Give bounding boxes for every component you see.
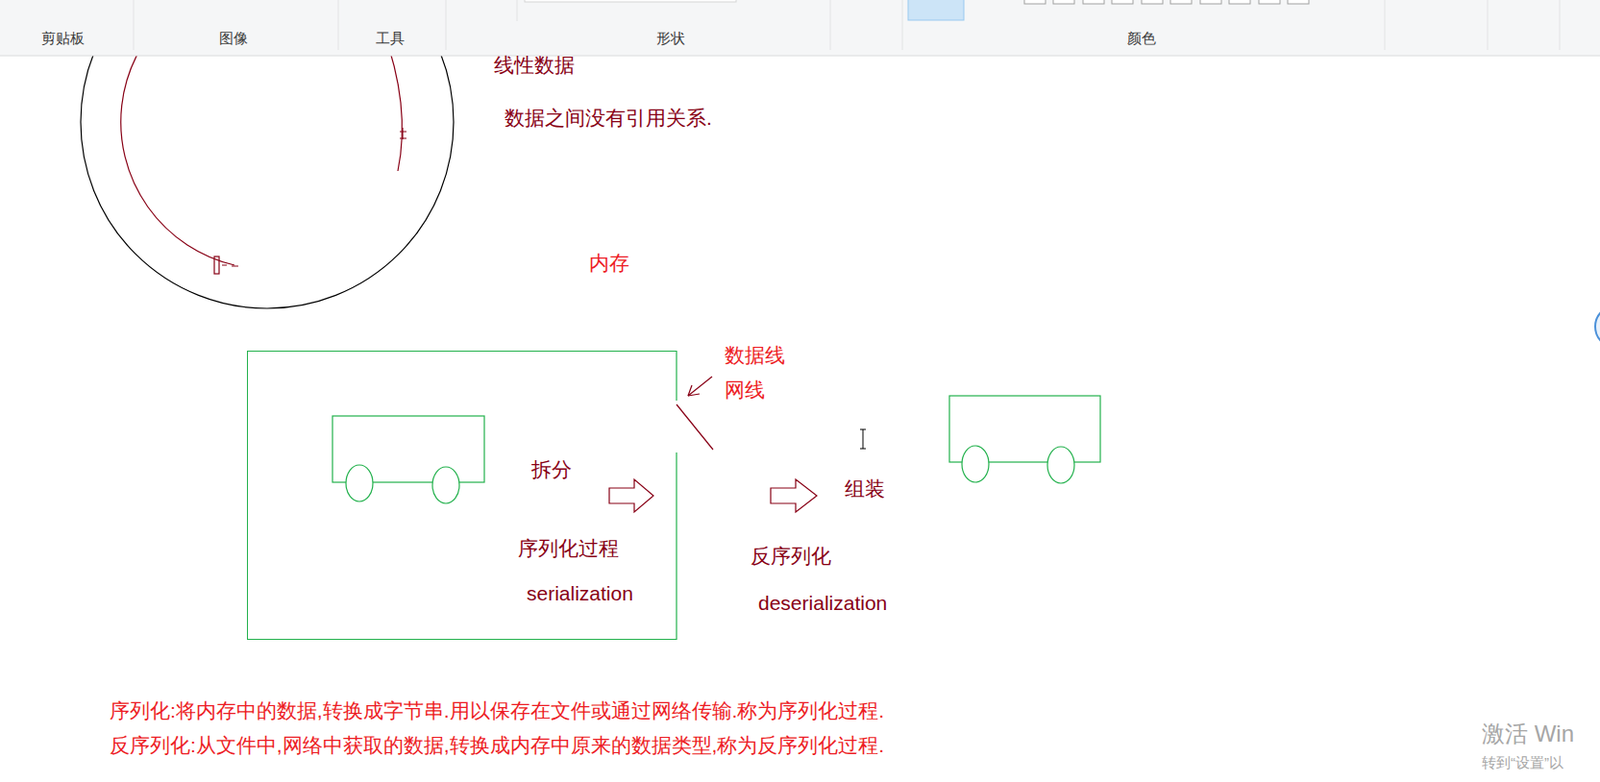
palette-cell <box>1141 0 1163 4</box>
box-opening <box>676 350 714 640</box>
palette-cell <box>1287 0 1309 4</box>
car-wheel <box>345 465 373 502</box>
leader-arrow <box>688 376 713 396</box>
separator <box>133 0 135 50</box>
separator <box>1559 0 1561 50</box>
palette-cell <box>1111 0 1133 4</box>
note-text: 数据之间没有引用关系. <box>504 105 713 130</box>
text-cursor <box>860 429 866 449</box>
car-wheel <box>432 467 460 504</box>
box-text: 拆分 <box>531 457 572 482</box>
data-mark <box>399 127 407 140</box>
separator <box>830 0 832 50</box>
definition-text: 序列化:将内存中的数据,转换成字节串.用以保存在文件或通过网络传输.称为序列化过… <box>109 698 885 723</box>
box-text: serialization <box>526 581 634 606</box>
palette-cell <box>1024 0 1046 4</box>
palette-cell <box>1229 0 1251 4</box>
separator <box>902 0 904 50</box>
cable-label: 数据线 <box>724 343 786 368</box>
ribbon-group-label: 形状 <box>656 29 686 48</box>
box-text: 序列化过程 <box>517 536 619 561</box>
watermark: 激活 Win <box>1481 720 1575 749</box>
palette-cell <box>1053 0 1075 4</box>
palette <box>1024 0 1309 4</box>
ribbon-group-label: 剪贴板 <box>41 29 85 48</box>
definition-text: 反序列化:从文件中,网络中获取的数据,转换成内存中原来的数据类型,称为反序列化过… <box>109 733 885 758</box>
arrow-head <box>688 385 692 396</box>
ribbon-ground <box>0 0 1600 56</box>
block-arrow <box>770 479 817 513</box>
watermark: 转到“设置”以 <box>1481 754 1564 772</box>
ribbon-border <box>0 55 1600 57</box>
palette-cell <box>1083 0 1105 4</box>
memory-label: 内存 <box>589 250 630 275</box>
process-box: 拆分序列化过程 serialization <box>246 350 677 640</box>
separator <box>1487 0 1489 50</box>
separator <box>338 0 340 50</box>
side-button <box>1595 305 1600 348</box>
box-edge <box>675 350 677 401</box>
car-wheel <box>1047 446 1075 484</box>
data-mark <box>214 256 220 274</box>
separator <box>1384 0 1386 50</box>
arrow-head <box>688 393 700 396</box>
shape-gallery <box>524 0 737 2</box>
palette-cell <box>1258 0 1280 4</box>
separator <box>445 0 447 50</box>
car-wheel <box>961 445 989 483</box>
ribbon-group-label: 图像 <box>219 29 248 48</box>
data-mark <box>221 265 239 267</box>
ribbon-group-label: 工具 <box>375 29 405 48</box>
switch-line <box>676 404 714 450</box>
palette-cell <box>1170 0 1192 4</box>
car-figure <box>332 416 485 504</box>
box-edge <box>675 452 677 640</box>
palette-cell <box>1200 0 1222 4</box>
cable-label: 网线 <box>724 377 765 402</box>
step-label: 组装 <box>844 476 886 501</box>
note-text: 线性数据 <box>493 52 575 77</box>
ribbon-group-label: 颜色 <box>1127 29 1157 48</box>
separator <box>516 0 518 22</box>
leader-line <box>688 376 713 396</box>
ribbon-toolbar <box>0 0 1600 56</box>
block-arrow <box>609 479 654 513</box>
step-label: deserialization <box>758 590 887 616</box>
car-figure <box>949 395 1101 484</box>
color-one-button <box>908 0 964 21</box>
ribbon-separators <box>133 0 1560 50</box>
step-label: 反序列化 <box>750 543 832 568</box>
